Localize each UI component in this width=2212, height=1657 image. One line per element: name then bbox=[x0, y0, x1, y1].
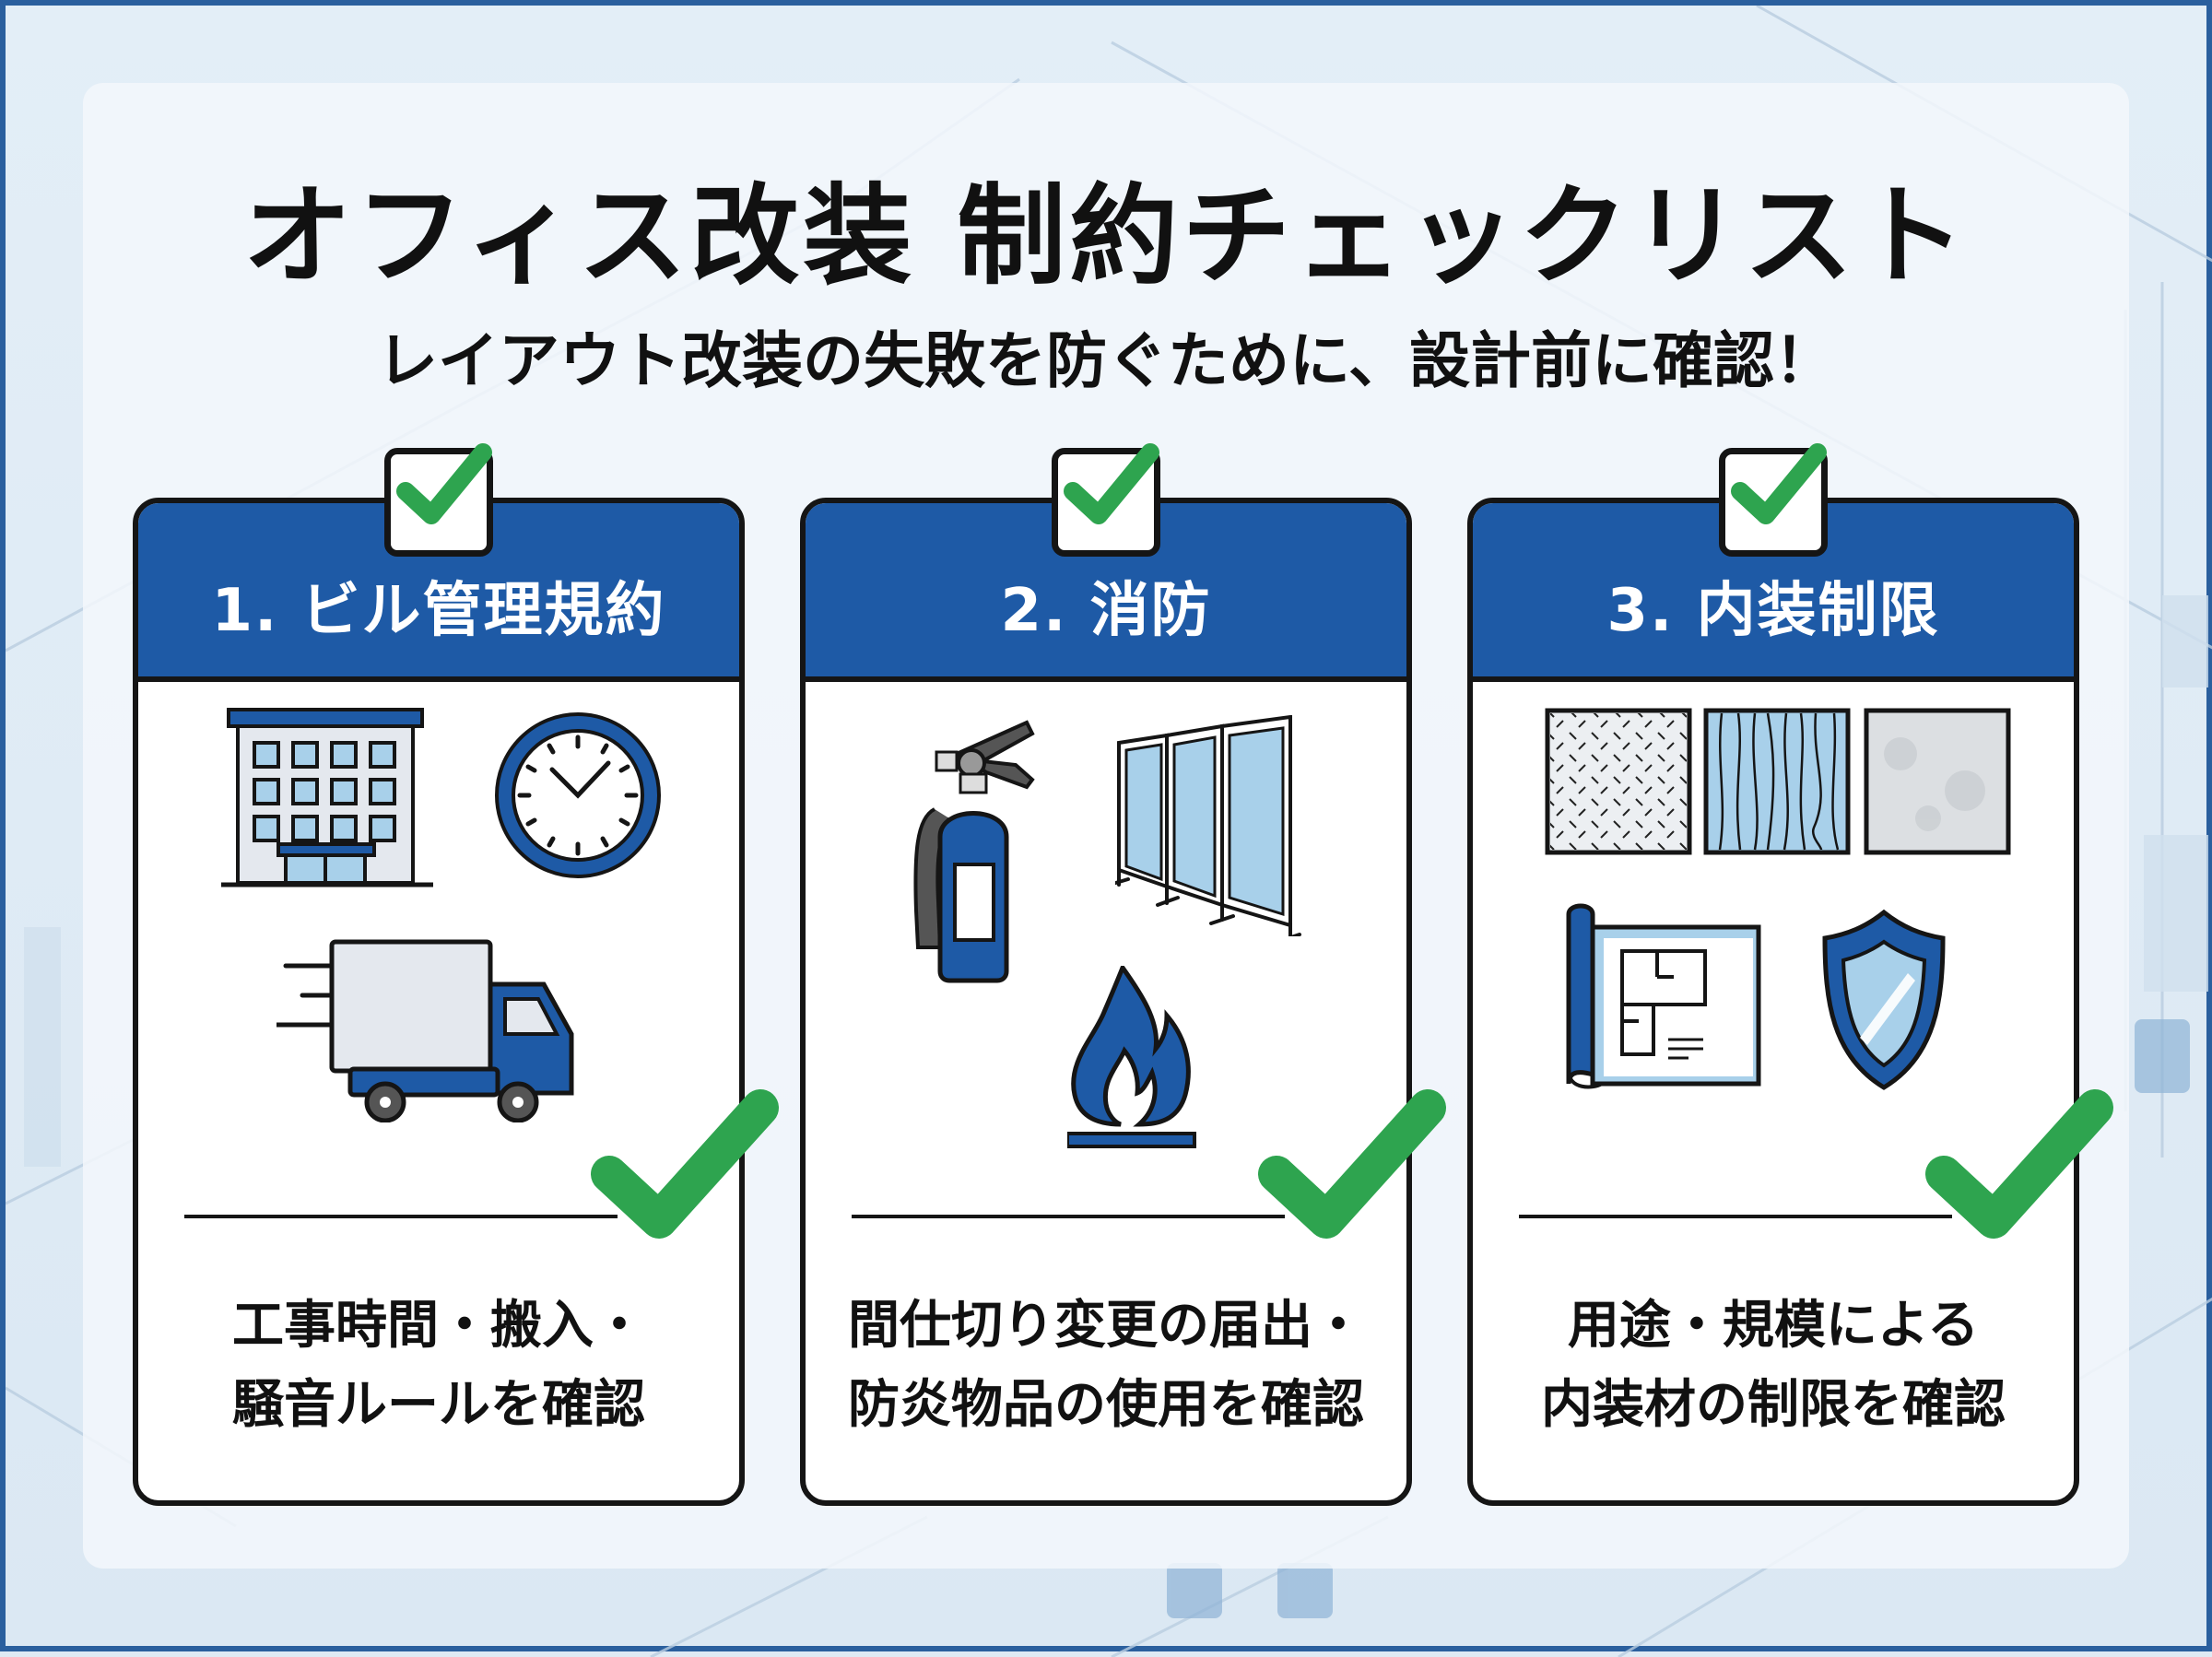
page-title: オフィス改装 制約チェックリスト bbox=[242, 172, 1970, 300]
partition-panels-icon bbox=[1115, 715, 1301, 936]
delivery-truck-icon bbox=[276, 939, 574, 1122]
large-check-mark-icon bbox=[1258, 1089, 1446, 1239]
description-line-2: 騒音ルールを確認 bbox=[232, 1375, 645, 1435]
divider bbox=[184, 1215, 618, 1218]
card-description: 工事時間・搬入・ 騒音ルールを確認 bbox=[138, 1287, 739, 1445]
wood-grain-texture-icon bbox=[1703, 708, 1851, 855]
description-line-1: 間仕切り変更の届出・ bbox=[848, 1296, 1364, 1356]
building-icon bbox=[221, 708, 433, 887]
diamond-plate-texture-icon bbox=[1545, 708, 1692, 855]
card-title: 3. 内装制限 bbox=[1606, 577, 1940, 645]
card-description: 間仕切り変更の届出・ 防炎物品の使用を確認 bbox=[806, 1287, 1406, 1445]
checklist-card-fire-safety: 2. 消防 bbox=[800, 443, 1446, 1506]
description-line-1: 用途・規模による bbox=[1567, 1296, 1980, 1356]
checkbox-checked-icon bbox=[1052, 443, 1160, 557]
checkbox-checked-icon bbox=[1719, 443, 1828, 557]
description-line-2: 内装材の制限を確認 bbox=[1541, 1375, 2006, 1435]
description-line-1: 工事時間・搬入・ bbox=[232, 1296, 645, 1356]
checklist-card-interior-restrictions: 3. 内装制限 bbox=[1467, 443, 2113, 1506]
card-description: 用途・規模による 内装材の制限を確認 bbox=[1473, 1287, 2074, 1445]
divider bbox=[1519, 1215, 1952, 1218]
checkbox-checked-icon bbox=[384, 443, 493, 557]
divider bbox=[852, 1215, 1285, 1218]
large-check-mark-icon bbox=[591, 1089, 779, 1239]
card-title: 2. 消防 bbox=[1000, 577, 1212, 645]
page-subtitle: レイアウト改装の失敗を防ぐために、設計前に確認！ bbox=[376, 325, 1836, 396]
fire-extinguisher-icon bbox=[913, 720, 1035, 983]
card-title: 1. ビル管理規約 bbox=[211, 577, 666, 645]
clock-icon bbox=[495, 712, 661, 878]
checklist-card-building-rules: 1. ビル管理規約 bbox=[133, 443, 779, 1506]
floor-plan-icon bbox=[1566, 903, 1761, 1089]
flame-icon bbox=[1067, 966, 1196, 1148]
description-line-2: 防炎物品の使用を確認 bbox=[848, 1375, 1364, 1435]
concrete-texture-icon bbox=[1864, 708, 2011, 855]
large-check-mark-icon bbox=[1925, 1089, 2113, 1239]
shield-icon bbox=[1822, 909, 1946, 1090]
